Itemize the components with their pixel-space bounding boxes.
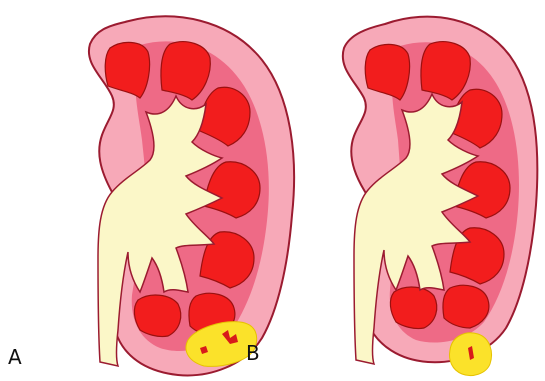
pyramid [390, 287, 436, 328]
panel-label-b: B [246, 343, 260, 363]
pyramid [134, 295, 180, 336]
kidney-b [343, 17, 538, 376]
panel-label-a: A [8, 347, 22, 367]
pyramid [443, 285, 489, 328]
kidney-a [89, 16, 294, 375]
